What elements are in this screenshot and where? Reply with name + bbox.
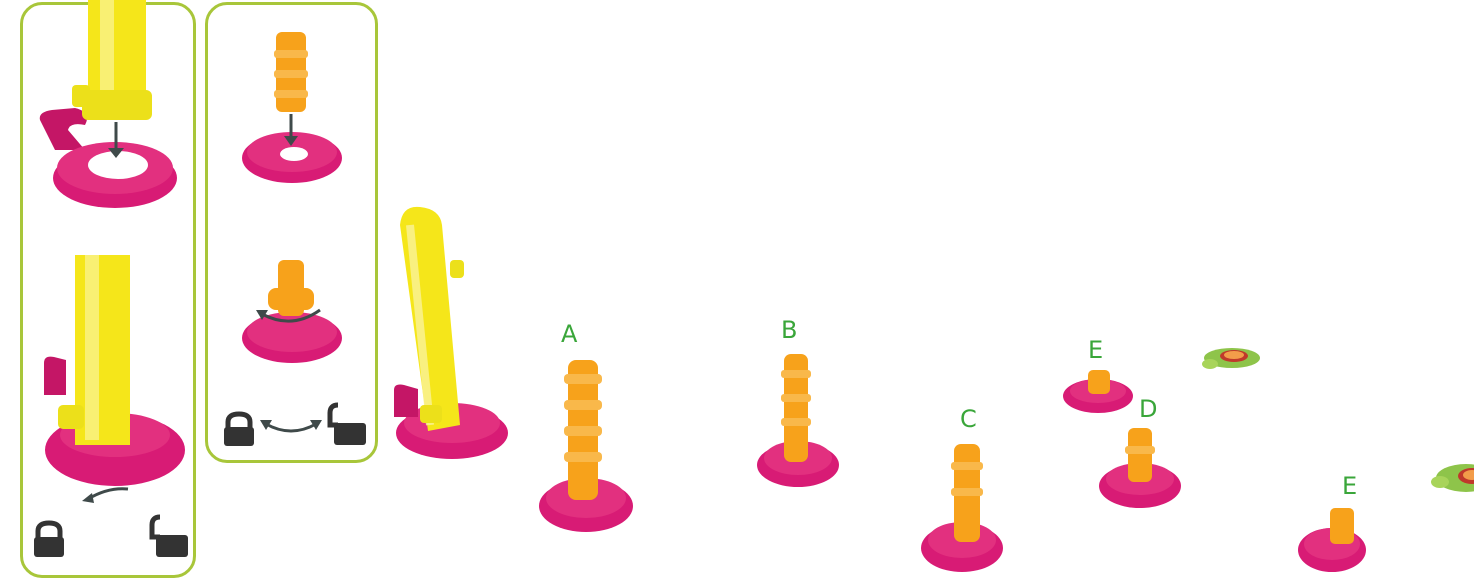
green-track-piece-right — [1430, 460, 1474, 500]
label-c: C — [960, 407, 977, 431]
peg-e-lower — [1298, 506, 1368, 576]
label-e-upper: E — [1088, 338, 1103, 362]
peg-a — [538, 356, 638, 536]
lock-closed-icon — [34, 521, 64, 557]
double-curved-arrow-icon — [258, 414, 324, 436]
assembled-tube-stand — [390, 205, 515, 465]
label-b: B — [781, 318, 797, 342]
lock-open-icon — [148, 515, 188, 559]
label-e-lower: E — [1342, 474, 1357, 498]
peg-insertion-illustration — [240, 30, 345, 190]
peg-e-upper — [1062, 368, 1137, 418]
peg-d — [1098, 424, 1183, 514]
curved-arrow-icon — [80, 485, 130, 505]
peg-twist-illustration — [240, 258, 345, 368]
tube-insertion-illustration — [30, 0, 190, 230]
peg-b — [756, 350, 841, 490]
green-track-piece-upper — [1200, 344, 1262, 374]
label-d: D — [1139, 397, 1157, 421]
tube-locked-illustration — [30, 255, 190, 505]
lock-open-icon — [326, 403, 366, 447]
label-a: A — [561, 322, 577, 346]
peg-c — [920, 440, 1005, 580]
lock-closed-icon — [224, 412, 254, 446]
